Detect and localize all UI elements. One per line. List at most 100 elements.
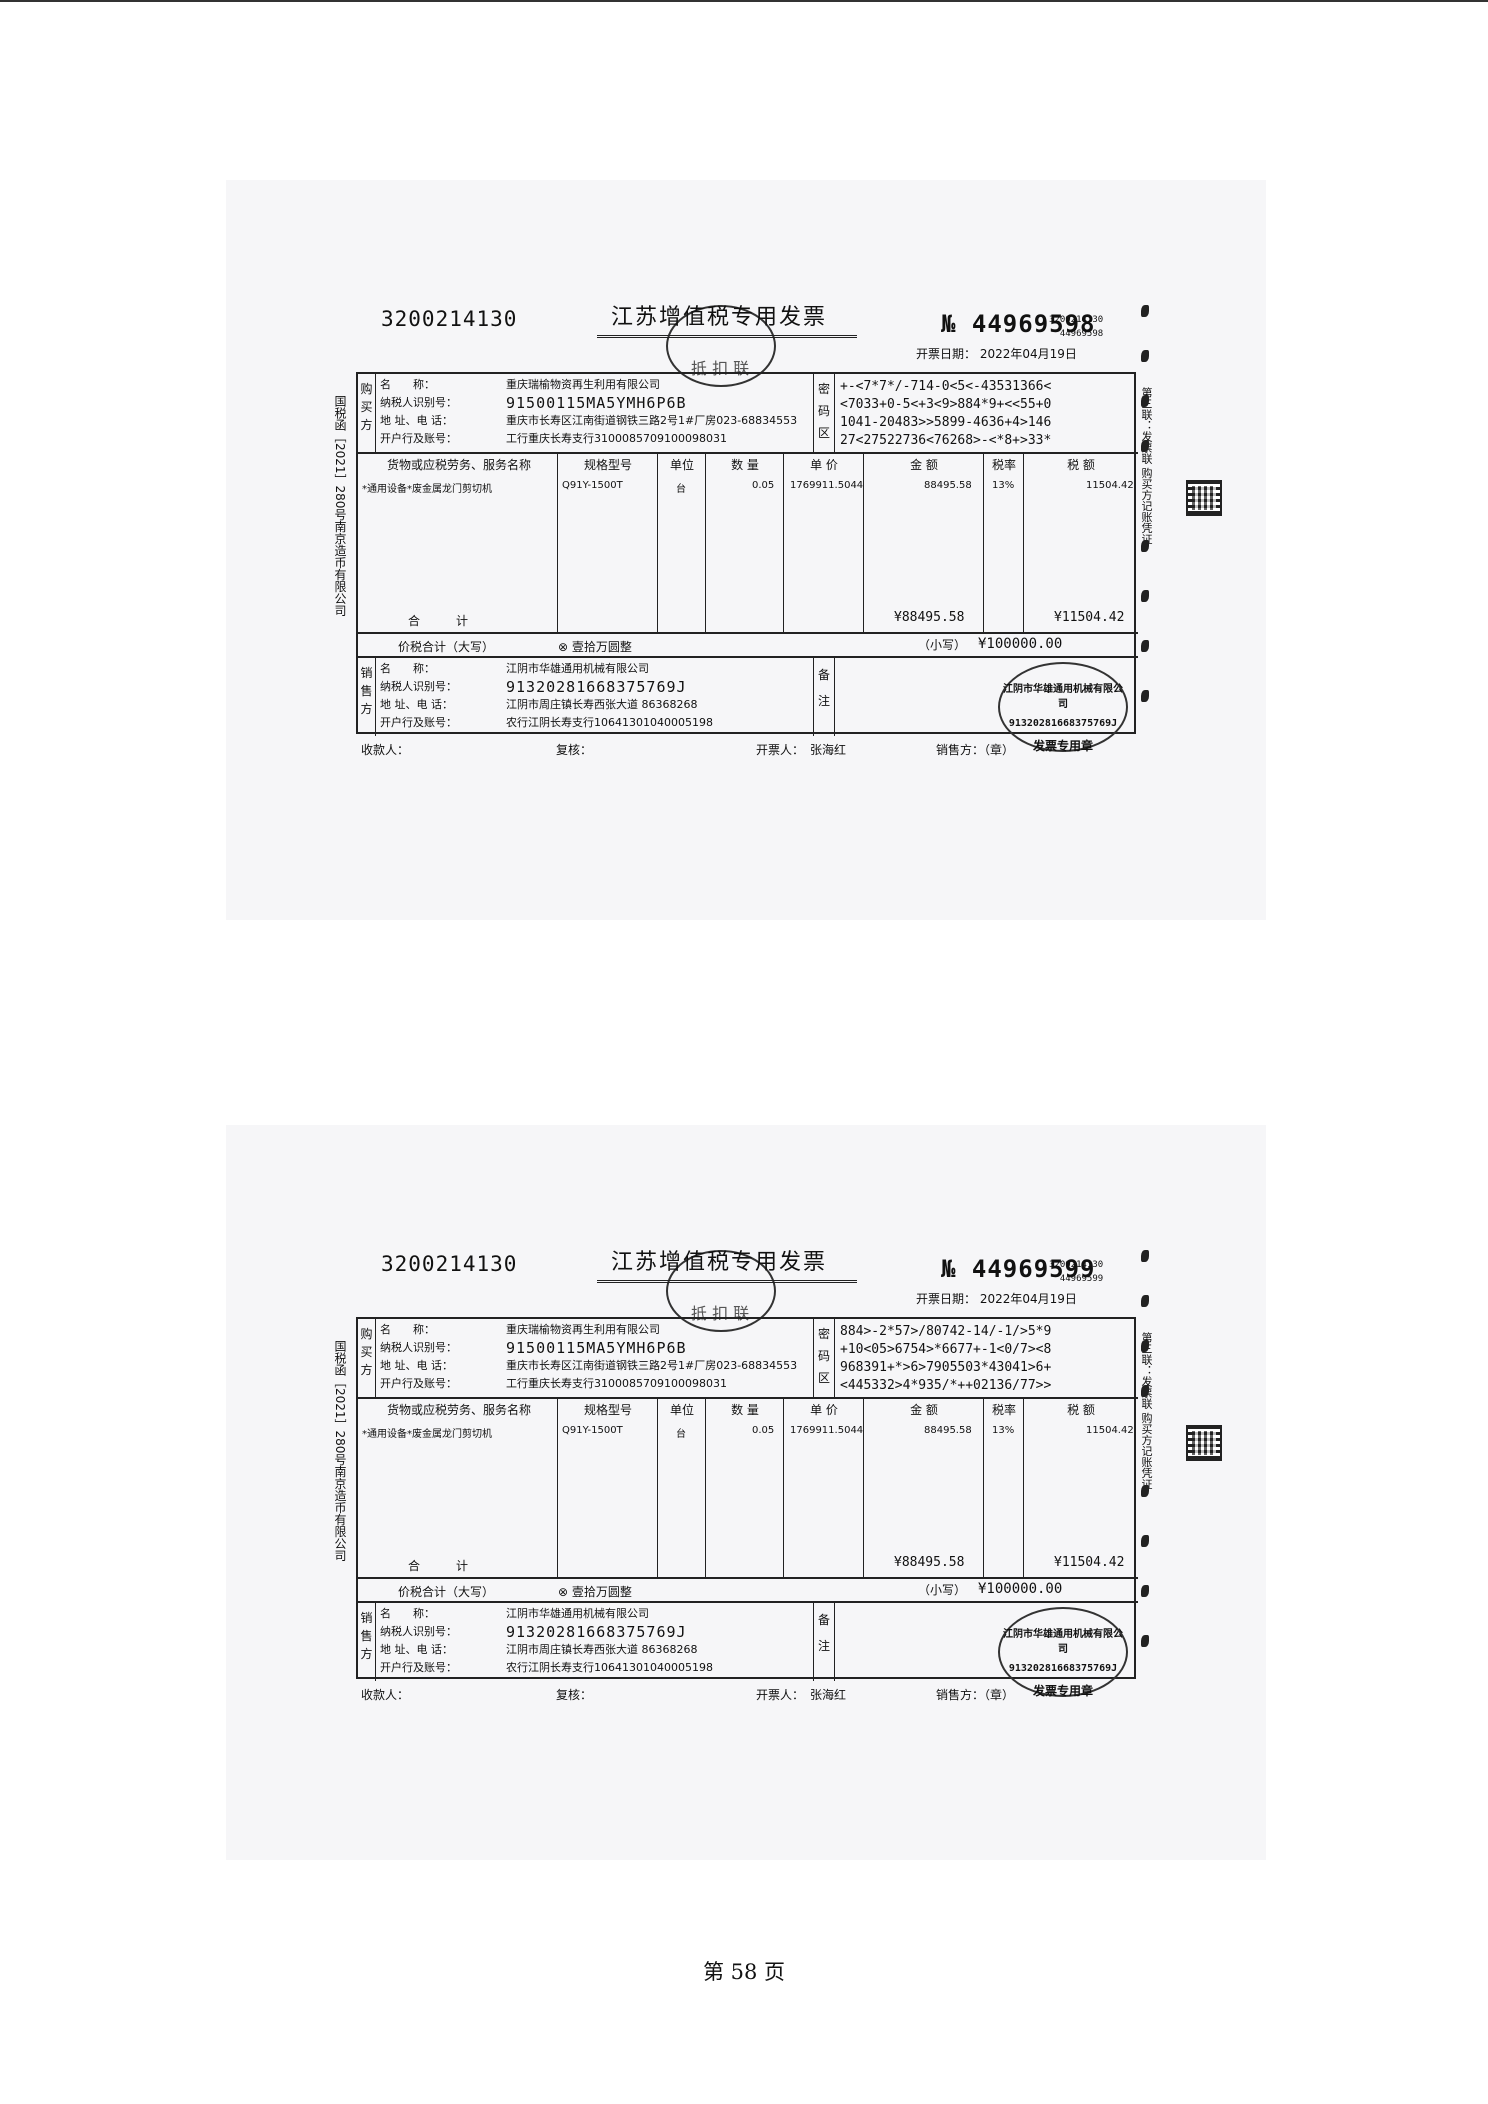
total-tax: ¥11504.42 — [1054, 1555, 1125, 1570]
punch-hole — [1141, 1635, 1149, 1647]
total-amount: ¥88495.58 — [894, 1555, 965, 1570]
buyer-side-label: 购买方 — [358, 374, 376, 454]
cipher-text: 884>-2*57>/80742-14/-1/>5*9 +10<05>6754>… — [840, 1324, 1052, 1393]
punch-hole — [1141, 1250, 1149, 1262]
seller-field-labels: 名 称：纳税人识别号：地 址、电 话：开户行及账号： — [380, 662, 457, 729]
title-underline — [597, 1280, 857, 1283]
invoice-number: № 44969599 — [941, 1255, 1096, 1283]
buyer-field-values: 重庆瑞榆物资再生利用有限公司 91500115MA5YMH6P6B 重庆市长寿区… — [506, 1321, 816, 1393]
total-row: 价税合计（大写） ⊗ 壹拾万圆整 （小写） ¥100000.00 — [358, 1579, 1138, 1603]
col-unit: 单位台 — [658, 1399, 706, 1579]
buyer-side-label: 购买方 — [358, 1319, 376, 1399]
seller-tax-id: 91320281668375769J — [506, 678, 687, 696]
total-tax: ¥11504.42 — [1054, 610, 1125, 625]
punch-hole — [1141, 440, 1149, 452]
invoice-number: № 44969598 — [941, 310, 1096, 338]
sum-words: ⊗ 壹拾万圆整 — [558, 1585, 632, 1599]
printer-note: 国税函［2021］280号南京造币有限公司 — [333, 395, 347, 617]
invoice-title: 江苏增值税专用发票 — [611, 305, 828, 330]
page-number: 第 58 页 — [702, 1960, 786, 1984]
punch-hole — [1141, 1585, 1149, 1597]
cipher-label: 密码区 — [813, 374, 835, 454]
buyer-field-values: 重庆瑞榆物资再生利用有限公司 91500115MA5YMH6P6B 重庆市长寿区… — [506, 376, 816, 448]
punch-hole — [1141, 1535, 1149, 1547]
supervision-stamp — [666, 305, 776, 387]
sum-small: ¥100000.00 — [978, 636, 1063, 652]
sum-words: ⊗ 壹拾万圆整 — [558, 640, 632, 654]
invoice-date: 开票日期： 2022年04月19日 — [916, 1292, 1077, 1306]
seller-address: 江阴市周庄镇长寿西张大道 86368268 — [506, 1643, 698, 1656]
punch-hole — [1141, 590, 1149, 602]
remarks-label: 备注 — [813, 658, 835, 736]
total-row: 价税合计（大写） ⊗ 壹拾万圆整 （小写） ¥100000.00 — [358, 634, 1138, 658]
supervision-stamp — [666, 1250, 776, 1332]
buyer-address: 重庆市长寿区江南街道钢铁三路2号1#厂房023-68834553 — [506, 414, 798, 427]
seller-bank: 农行江阴长寿支行10641301040005198 — [506, 1661, 713, 1674]
seller-tax-id: 91320281668375769J — [506, 1623, 687, 1641]
buyer-block: 购买方 名 称：纳税人识别号：地 址、电 话：开户行及账号： 重庆瑞榆物资再生利… — [358, 1319, 1138, 1399]
punch-hole — [1141, 1385, 1149, 1397]
invoice: 3200214130 江苏增值税专用发票 抵 扣 联 № 44969599 32… — [281, 1220, 1153, 1740]
copy-purpose-note: 第三联：发票联 购买方记账凭证 — [1140, 1332, 1153, 1490]
punch-hole — [1141, 1340, 1149, 1352]
total-label: 合 计 — [408, 1559, 469, 1573]
sum-small: ¥100000.00 — [978, 1581, 1063, 1597]
punch-hole — [1141, 690, 1149, 702]
buyer-field-labels: 名 称：纳税人识别号：地 址、电 话：开户行及账号： — [380, 1323, 457, 1390]
buyer-name: 重庆瑞榆物资再生利用有限公司 — [506, 1323, 660, 1336]
punch-hole — [1141, 1295, 1149, 1307]
item-name: *通用设备*废金属龙门剪切机 — [362, 484, 492, 495]
col-name: 货物或应税劳务、服务名称*通用设备*废金属龙门剪切机合 计 — [358, 1399, 558, 1579]
invoice-scan-1: 3200214130 江苏增值税专用发票 抵 扣 联 № 44969598 32… — [226, 180, 1266, 920]
seller-side-label: 销售方 — [358, 658, 376, 736]
invoice-scan-2: 3200214130 江苏增值税专用发票 抵 扣 联 № 44969599 32… — [226, 1125, 1266, 1860]
company-seal: 江阴市华雄通用机械有限公司 91320281668375769J 发票专用章 — [998, 662, 1128, 753]
title-underline — [597, 335, 857, 338]
sum-small-label: （小写） — [918, 638, 967, 652]
seller-field-labels: 名 称：纳税人识别号：地 址、电 话：开户行及账号： — [380, 1607, 457, 1674]
invoice: 3200214130 江苏增值税专用发票 抵 扣 联 № 44969598 32… — [281, 275, 1153, 795]
invoice-table: 购买方 名 称：纳税人识别号：地 址、电 话：开户行及账号： 重庆瑞榆物资再生利… — [356, 372, 1138, 753]
buyer-block: 购买方 名 称：纳税人识别号：地 址、电 话：开户行及账号： 重庆瑞榆物资再生利… — [358, 374, 1138, 454]
copy-purpose-note: 第三联：发票联 购买方记账凭证 — [1140, 387, 1153, 545]
punch-hole — [1141, 1485, 1149, 1497]
invoice-code: 3200214130 — [381, 1252, 518, 1276]
col-unit: 单位台 — [658, 454, 706, 634]
cipher-label: 密码区 — [813, 1319, 835, 1399]
buyer-bank: 工行重庆长寿支行3100085709100098031 — [506, 1377, 727, 1390]
seller-block: 销售方 名 称：纳税人识别号：地 址、电 话：开户行及账号： 江阴市华雄通用机械… — [358, 658, 1138, 753]
printer-note: 国税函［2021］280号南京造币有限公司 — [333, 1340, 347, 1562]
item-name: *通用设备*废金属龙门剪切机 — [362, 1429, 492, 1440]
cipher-text: +-<7*7*/-714-0<5<-43531366< <7033+0-5<+3… — [840, 379, 1052, 448]
qr-code — [1186, 1425, 1222, 1461]
total-amount: ¥88495.58 — [894, 610, 965, 625]
seller-address: 江阴市周庄镇长寿西张大道 86368268 — [506, 698, 698, 711]
invoice-title: 江苏增值税专用发票 — [611, 1250, 828, 1275]
seller-field-values: 江阴市华雄通用机械有限公司 91320281668375769J 江阴市周庄镇长… — [506, 1605, 816, 1677]
punch-hole — [1141, 395, 1149, 407]
seller-side-label: 销售方 — [358, 1603, 376, 1681]
buyer-bank: 工行重庆长寿支行3100085709100098031 — [506, 432, 727, 445]
buyer-tax-id: 91500115MA5YMH6P6B — [506, 1339, 687, 1357]
buyer-address: 重庆市长寿区江南街道钢铁三路2号1#厂房023-68834553 — [506, 1359, 798, 1372]
buyer-tax-id: 91500115MA5YMH6P6B — [506, 394, 687, 412]
invoice-code: 3200214130 — [381, 307, 518, 331]
company-seal: 江阴市华雄通用机械有限公司 91320281668375769J 发票专用章 — [998, 1607, 1128, 1698]
punch-hole — [1141, 350, 1149, 362]
seller-name: 江阴市华雄通用机械有限公司 — [506, 1607, 649, 1620]
sum-label: 价税合计（大写） — [398, 640, 495, 654]
seller-bank: 农行江阴长寿支行10641301040005198 — [506, 716, 713, 729]
punch-hole — [1141, 540, 1149, 552]
